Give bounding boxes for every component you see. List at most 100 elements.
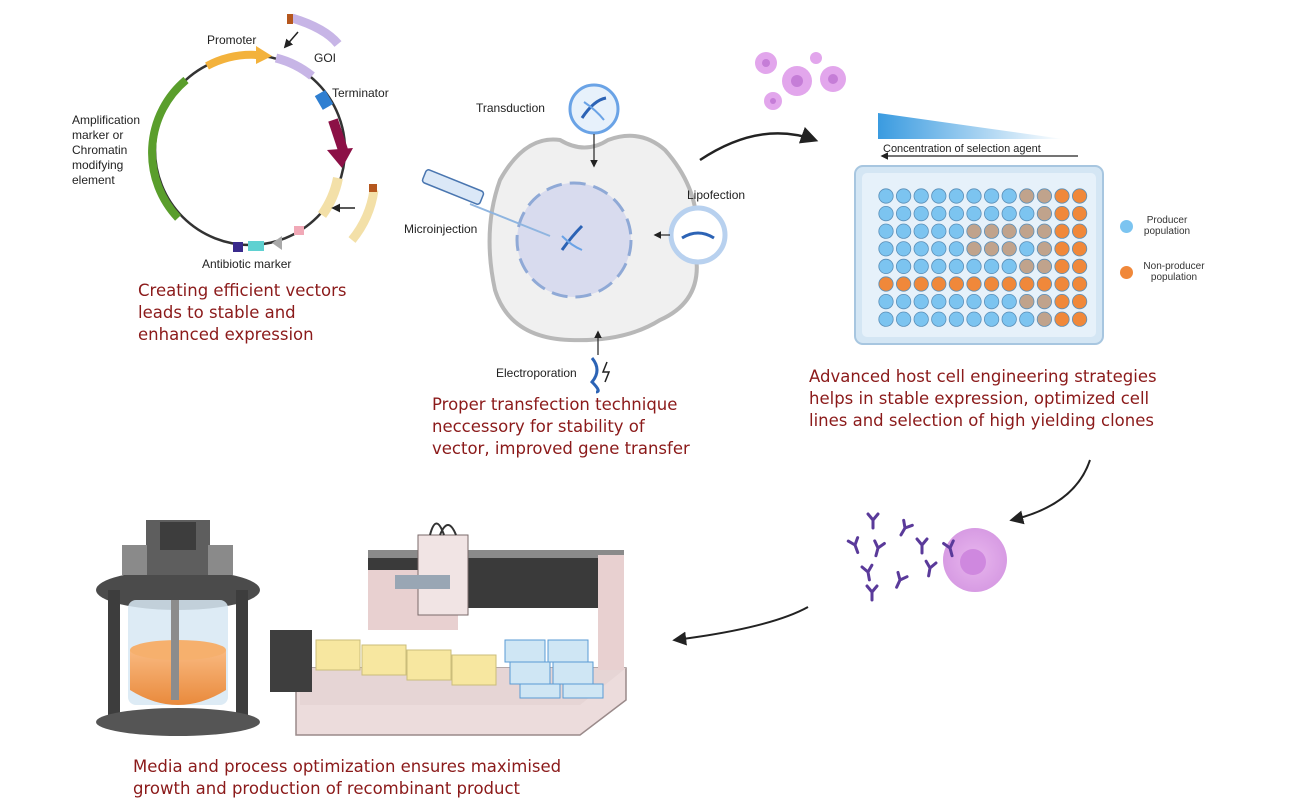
plate-well	[983, 276, 1000, 292]
plate-well	[913, 276, 929, 292]
plate-well	[948, 258, 965, 274]
plate-well	[966, 258, 982, 274]
non-producer-legend-dot	[1120, 266, 1133, 279]
plate-well	[966, 311, 982, 327]
plate-well	[948, 276, 965, 292]
plate-well	[913, 223, 929, 239]
plate-well	[948, 223, 965, 239]
plate-well	[878, 293, 894, 310]
selection-plate	[854, 113, 1104, 345]
plate-well	[1054, 276, 1070, 292]
plate-well	[1054, 258, 1070, 274]
plate-well	[895, 293, 912, 310]
producer-legend-dot	[1120, 220, 1133, 233]
plate-well	[1001, 276, 1017, 292]
plate-well	[895, 206, 912, 222]
plate-well	[878, 311, 894, 327]
plate-well	[1001, 188, 1017, 204]
goi-label: GOI	[314, 51, 337, 65]
plate-well	[1019, 241, 1035, 257]
plate-well	[1019, 188, 1035, 204]
plate-well	[1072, 188, 1088, 204]
plate-well	[1036, 276, 1053, 292]
plate-well	[1001, 311, 1017, 327]
producer-legend-label: Producer population	[1143, 215, 1191, 237]
bioreactor	[96, 520, 260, 736]
plate-well	[913, 293, 929, 310]
plate-well	[1019, 206, 1035, 222]
vector-caption: Creating efficient vectors leads to stab…	[138, 281, 347, 344]
plate-well	[931, 241, 947, 257]
plate-well	[948, 293, 965, 310]
plate-well	[948, 188, 965, 204]
plate-well	[983, 223, 1000, 239]
plate-well	[1054, 293, 1070, 310]
gradient-label: Concentration of selection agent	[883, 143, 1041, 155]
plate-well	[1001, 293, 1017, 310]
plate-well	[1019, 223, 1035, 239]
non-producer-legend-label: Non-producer population	[1143, 261, 1205, 283]
plate-well	[1054, 223, 1070, 239]
plate-well	[1036, 188, 1053, 204]
terminator-label: Terminator	[332, 86, 389, 100]
plate-well	[1072, 258, 1088, 274]
plate-well	[878, 223, 894, 239]
plate-well	[1036, 241, 1053, 257]
electroporation-label: Electroporation	[496, 366, 577, 380]
plate-well	[1054, 188, 1070, 204]
plate-well	[983, 206, 1000, 222]
plate-well	[931, 276, 947, 292]
plate-well	[1019, 276, 1035, 292]
plate-well	[966, 276, 982, 292]
plate-well	[1072, 206, 1088, 222]
plate-well	[983, 188, 1000, 204]
plate-well	[983, 311, 1000, 327]
antibody-icon	[873, 539, 886, 558]
plate-well	[913, 258, 929, 274]
antibody-icon	[895, 570, 909, 589]
transfection-caption: Proper transfection technique neccessory…	[432, 395, 690, 458]
plate-well	[878, 258, 894, 274]
plate-well	[1019, 311, 1035, 327]
plate-well	[1036, 223, 1053, 239]
plate-well	[983, 258, 1000, 274]
antibody-icon	[915, 537, 929, 555]
plate-well	[1001, 241, 1017, 257]
plate-well	[1072, 223, 1088, 239]
process-caption: Media and process optimization ensures m…	[133, 757, 562, 798]
antibiotic-marker-label: Antibiotic marker	[202, 257, 292, 271]
plate-well	[931, 188, 947, 204]
plate-well	[1001, 258, 1017, 274]
plate-well	[895, 241, 912, 257]
arrow-to-producer-cell	[1009, 459, 1091, 525]
plate-well	[895, 258, 912, 274]
plate-well	[948, 206, 965, 222]
plate-well	[895, 311, 912, 327]
transduction-label: Transduction	[476, 101, 545, 115]
plate-well	[966, 206, 982, 222]
plate-well	[1072, 276, 1088, 292]
plate-well	[1036, 311, 1053, 327]
host-cell	[421, 83, 728, 394]
plate-well	[966, 293, 982, 310]
plate-well	[1036, 206, 1053, 222]
plate-well	[1072, 241, 1088, 257]
plate-well	[1054, 241, 1070, 257]
plate-well	[983, 293, 1000, 310]
cell-cluster	[755, 52, 846, 110]
antibody-icon	[846, 536, 860, 555]
plate-well	[913, 206, 929, 222]
microinjection-label: Microinjection	[404, 222, 478, 236]
plate-well	[1072, 293, 1088, 310]
plate-well	[948, 311, 965, 327]
plate-well	[913, 311, 929, 327]
lipofection-label: Lipofection	[687, 188, 746, 202]
arrow-to-bioprocess	[672, 606, 809, 646]
antibody-icon	[865, 584, 879, 602]
plate-well	[931, 206, 947, 222]
plate-well	[1054, 311, 1070, 327]
antibody-icon	[924, 559, 938, 578]
plate-well	[1036, 293, 1053, 310]
arrow-to-selection	[699, 126, 819, 162]
